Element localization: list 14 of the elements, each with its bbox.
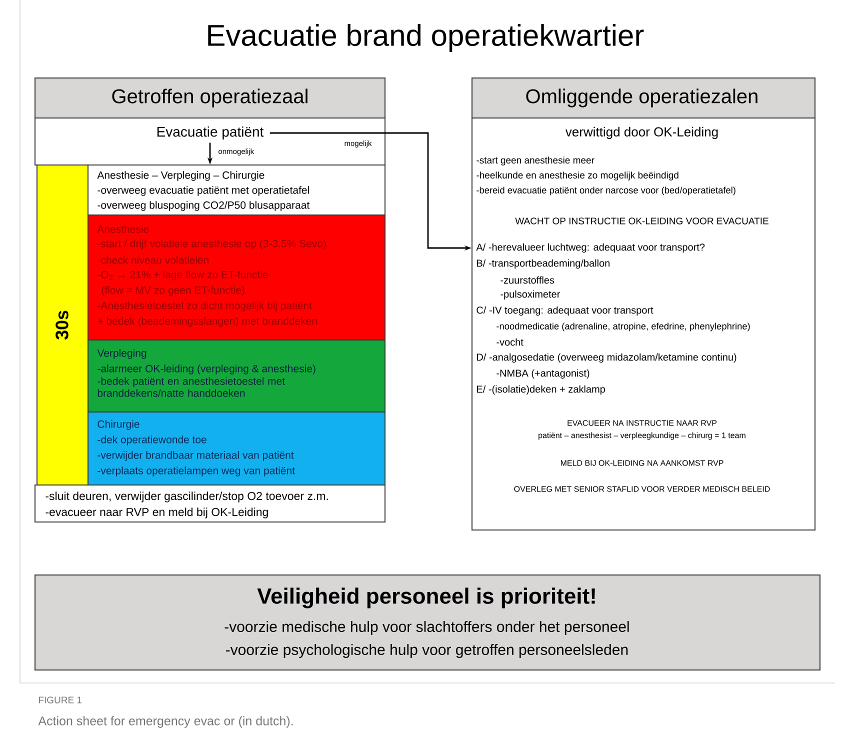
action-box: Chirurgie -dek operatiewonde toe -verwijder brandbaar materiaal van patiënt -verplaats operatielampen weg van patiënt (88, 412, 386, 486)
action-box: verwittigd door OK-Leiding -start geen anesthesie meer -heelkunde en anesthesie zo mogelijk beëindigd -bereid evacuatie patiënt onder narcose voor (bed/operatietafel) WACHT OP INSTRUCTIE OK-LEIDING VOOR EVACUATIE A/ -herevalueer luchtweg: adequaat voor transport? B/ -transportbeademing/ballon -zuurstoffles -pulsoximeter C/ -IV toegang: adequaat voor transport -noodmedicatie (adrenaline, atropine, efedrine, phenylephrine) -vocht D/ -analgosedatie (overweeg midazolam/ketamine continu) -NMBA (+antagonist) E/ -(isolatie)deken + zaklamp EVACUEER NA INSTRUCTIE NAAR RVP patiënt – anesthesist – verpleegkundige – chirurg = 1 team MELD BIJ OK-LEIDING NA AANKOMST RVP OVERLEG MET SENIOR STAFLID VOOR VERDER MEDISCH BELEID (472, 118, 816, 530)
figure-label: FIGURE 1 (39, 696, 82, 704)
timer-bar: 30s (36, 164, 88, 486)
title: Evacuatie brand operatiekwartier (208, 24, 644, 52)
action-box: Verpleging -alarmeer OK-leiding (verpleging & anesthesie) -bedek patiënt en anesthesietoestel met branddekens/natte handdoeken (88, 340, 386, 412)
action-box: -sluit deuren, verwijder gascilinder/stop O2 toevoer z.m. -evacueer naar RVP en meld bij OK-Leiding (34, 484, 386, 522)
action-box: Anesthesie -start / drijf volatiele anesthesie op (3-3,5% Sevo) -check niveau volatielen -O$_{2}$ → 21% + lage flow zo ET-functie (flow = MV zo geen ET-functie) -Anesthesietoestel zo dicht mogelijk bij patiënt + bedek (beademingsslangen) met branddeken (88, 214, 386, 340)
notice-box: Veiligheid personeel is prioriteit! -voorzie medische hulp voor slachtoffers onder het personeel -voorzie psychologische hulp voor getroffen personeelsleden (34, 574, 820, 670)
header-box: Omliggende operatiezalen (472, 78, 816, 118)
caption: Action sheet for emergency evac or (in dutch). (38, 716, 293, 728)
action-box: Anesthesie – Verpleging – Chirurgie -overweeg evacuatie patiënt met operatietafel -overweeg bluspoging CO2/P50 blusapparaat (88, 164, 386, 216)
start-label: Evacuatie patiënt (157, 126, 264, 140)
header-box: Getroffen operatiezaal (34, 78, 386, 118)
